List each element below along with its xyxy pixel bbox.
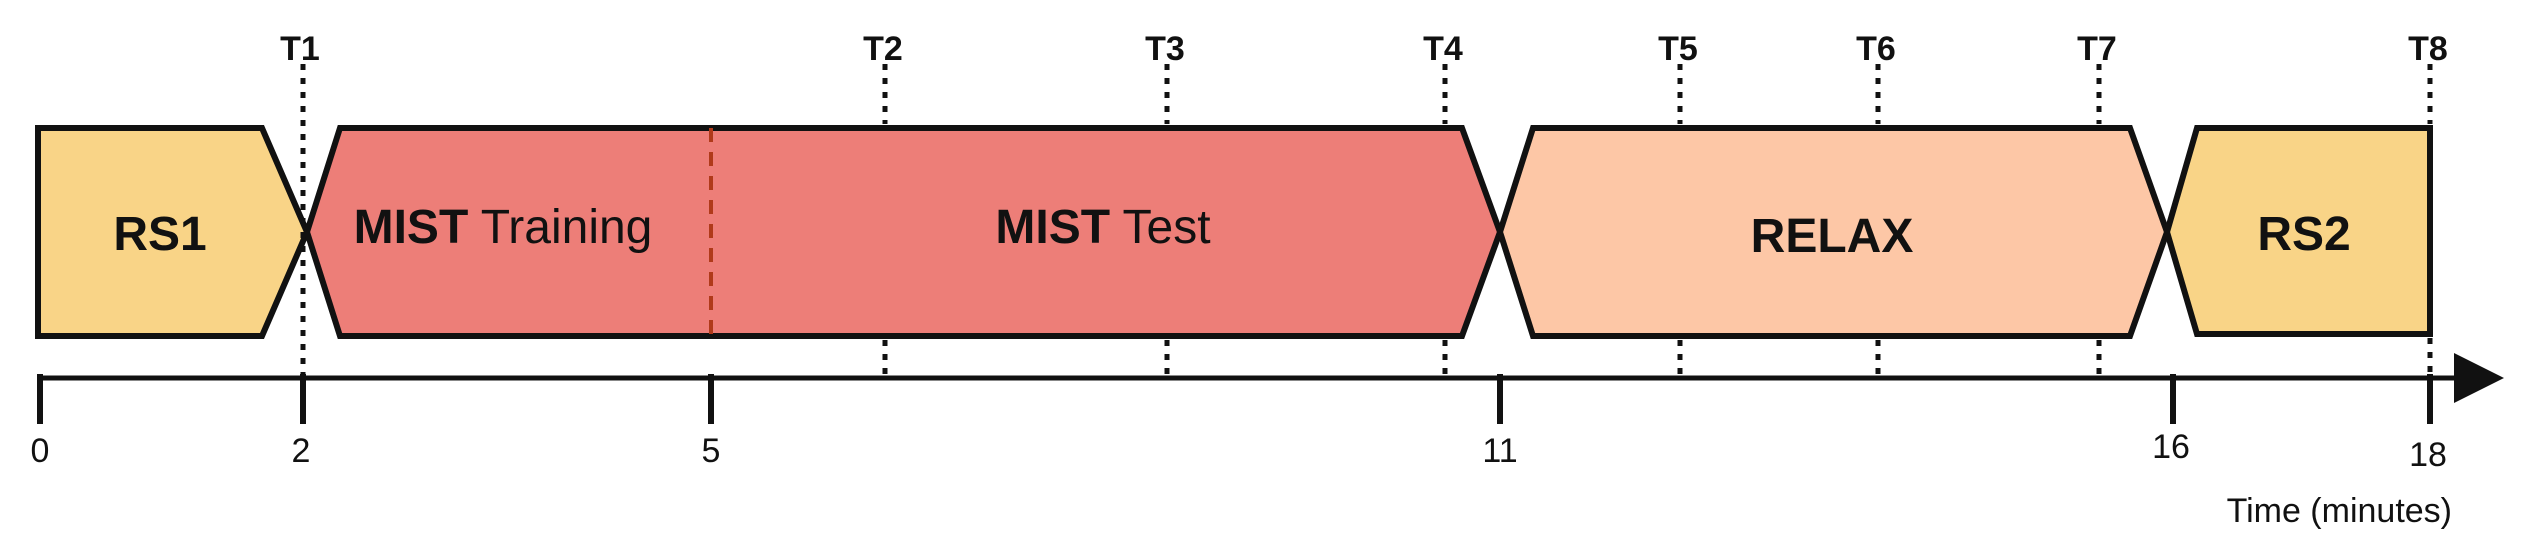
timepoint-label-t7: T7 [2077, 30, 2117, 68]
mist-test-bold: MIST [995, 201, 1110, 254]
phase-label-rs1: RS1 [113, 208, 206, 261]
rs2-block [2163, 125, 2433, 337]
timepoint-label-t5: T5 [1658, 30, 1698, 68]
timepoint-label-t4: T4 [1423, 30, 1463, 68]
timepoint-label-t8: T8 [2408, 30, 2448, 68]
phase-label-mist-test: MIST Test [995, 201, 1210, 254]
axis-tick-marks [37, 374, 2433, 424]
phase-label-rs2: RS2 [2257, 208, 2350, 261]
axis-tick-label-5: 5 [702, 432, 721, 470]
axis-tick-label-11: 11 [1482, 432, 1517, 470]
axis-tick-label-0: 0 [31, 432, 50, 470]
timepoint-label-t3: T3 [1145, 30, 1185, 68]
phase-label-mist-training: MIST Training [354, 201, 653, 254]
rs1-block [35, 125, 311, 339]
axis-title: Time (minutes) [2227, 492, 2452, 530]
axis-tick-label-2: 2 [292, 432, 311, 470]
phase-label-relax: RELAX [1751, 210, 1914, 263]
timepoint-label-t6: T6 [1856, 30, 1896, 68]
timepoint-label-t2: T2 [863, 30, 903, 68]
mist-test-rest: Test [1110, 201, 1211, 254]
axis-tick-label-16: 16 [2152, 428, 2190, 466]
timepoint-label-t1: T1 [280, 30, 320, 68]
mist-training-rest: Training [468, 201, 652, 254]
mist-training-bold: MIST [354, 201, 469, 254]
axis-tick-label-18: 18 [2409, 436, 2447, 474]
timepoint-lines [300, 64, 2433, 380]
